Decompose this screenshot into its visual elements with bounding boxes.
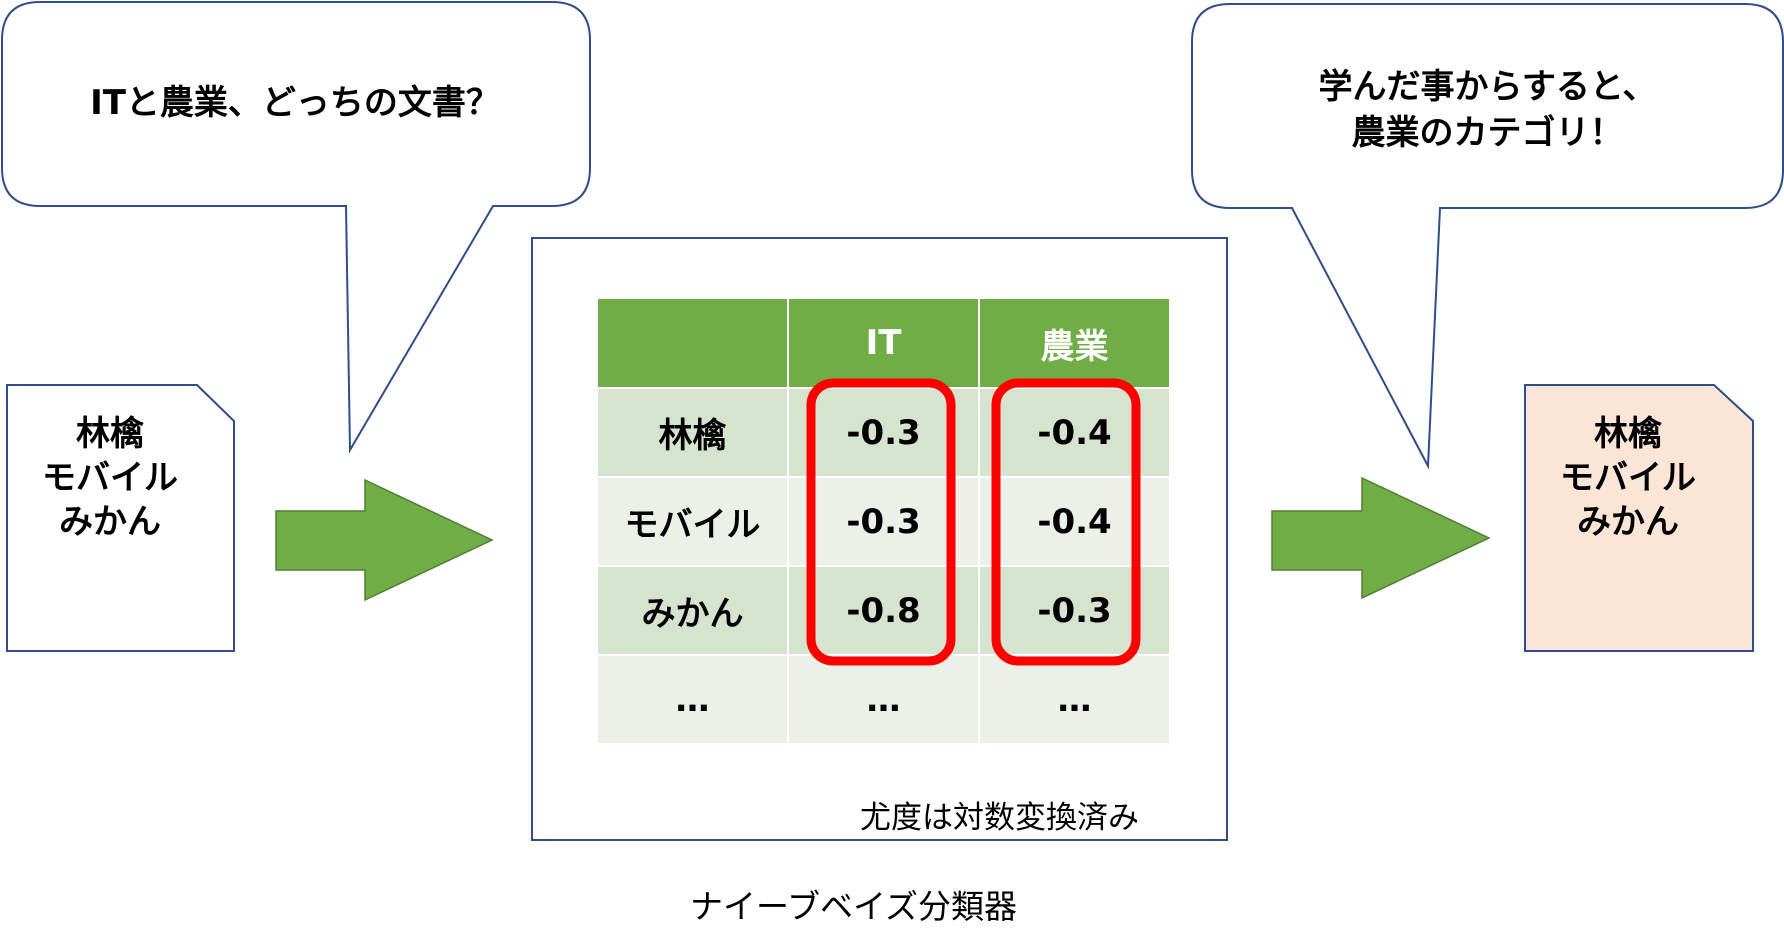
right-speech-bubble bbox=[1191, 3, 1784, 470]
right-bubble-text: 学んだ事からすると、 農業のカテゴリ！ bbox=[1215, 64, 1760, 156]
input-document-shape bbox=[6, 384, 235, 652]
it-value: -0.3 bbox=[787, 387, 980, 478]
agri-value: -0.3 bbox=[978, 565, 1171, 656]
input-word-3: みかん bbox=[59, 502, 161, 542]
it-value: -0.3 bbox=[787, 476, 980, 567]
likelihood-table: IT 農業 林檎 -0.3 -0.4 モバイル -0.3 -0.4 みかん -0… bbox=[596, 297, 1171, 745]
row-label: モバイル bbox=[596, 476, 789, 567]
left-bubble-text: ITと農業、どっちの文書？ bbox=[90, 83, 500, 123]
output-word-2: モバイル bbox=[1560, 458, 1696, 498]
row-label: みかん bbox=[596, 565, 789, 656]
agri-value: … bbox=[978, 654, 1171, 745]
right-bubble-line-1: 学んだ事からすると、 bbox=[1318, 67, 1657, 107]
input-word-1: 林檎 bbox=[76, 414, 144, 454]
input-word-2: モバイル bbox=[42, 458, 178, 498]
left-speech-bubble bbox=[1, 1, 591, 454]
table-row: … … … bbox=[596, 654, 1171, 745]
right-arrow bbox=[1271, 476, 1491, 600]
row-label: 林檎 bbox=[596, 387, 789, 478]
left-arrow bbox=[275, 478, 494, 602]
output-document-shape bbox=[1524, 384, 1754, 652]
table-row: みかん -0.8 -0.3 bbox=[596, 565, 1171, 656]
it-value: … bbox=[787, 654, 980, 745]
log-transform-note: 尤度は対数変換済み bbox=[860, 800, 1139, 836]
header-agri: 農業 bbox=[978, 297, 1171, 389]
agri-value: -0.4 bbox=[978, 476, 1171, 567]
output-word-3: みかん bbox=[1577, 502, 1679, 542]
header-empty bbox=[596, 297, 789, 389]
input-document-text: 林檎 モバイル みかん bbox=[7, 412, 213, 544]
table-row: モバイル -0.3 -0.4 bbox=[596, 476, 1171, 567]
right-bubble-line-2: 農業のカテゴリ！ bbox=[1351, 113, 1624, 153]
table-header-row: IT 農業 bbox=[596, 297, 1171, 389]
output-word-1: 林檎 bbox=[1594, 414, 1662, 454]
output-document-text: 林檎 モバイル みかん bbox=[1525, 412, 1731, 544]
table-row: 林檎 -0.3 -0.4 bbox=[596, 387, 1171, 478]
row-label: … bbox=[596, 654, 789, 745]
classifier-caption: ナイーブベイズ分類器 bbox=[690, 887, 1018, 926]
agri-value: -0.4 bbox=[978, 387, 1171, 478]
header-it: IT bbox=[787, 297, 980, 389]
it-value: -0.8 bbox=[787, 565, 980, 656]
